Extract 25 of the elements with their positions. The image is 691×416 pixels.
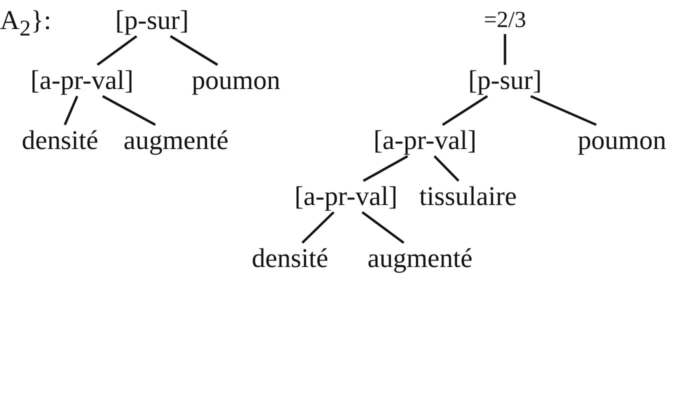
tree-node-label: augmenté	[368, 244, 472, 272]
tree-branch-line	[362, 211, 404, 244]
tree-node-label: =2/3	[484, 8, 526, 32]
tree-branch-line	[170, 35, 218, 66]
tree-branch-line	[102, 95, 156, 126]
tree-branch-line	[434, 155, 460, 182]
tree-node-label: [a-pr-val]	[374, 126, 476, 154]
tree-node-label: poumon	[192, 66, 280, 94]
tree-branch-line	[64, 96, 78, 126]
tree-branch-line	[442, 95, 488, 126]
tree-node-label: [a-pr-val]	[30, 66, 134, 94]
tree-node-label: poumon	[578, 126, 666, 154]
tree-branch-line	[96, 35, 138, 66]
tree-node-label: densité	[22, 126, 98, 154]
tree-node-label: [a-pr-val]	[294, 182, 398, 210]
tree-branch-line	[362, 155, 408, 182]
tree-node-label: [p-sur]	[468, 66, 542, 94]
tree-branch-line	[530, 95, 597, 126]
tree-node-label: [p-sur]	[115, 6, 189, 34]
tree-node-label: tissulaire	[419, 182, 517, 210]
tree-node-label: densité	[252, 244, 328, 272]
tree-set-label: A$_{2}$}:	[0, 6, 52, 40]
tree-branch-line	[504, 34, 506, 65]
tree-node-label: augmenté	[124, 126, 228, 154]
tree-branch-line	[301, 211, 335, 244]
